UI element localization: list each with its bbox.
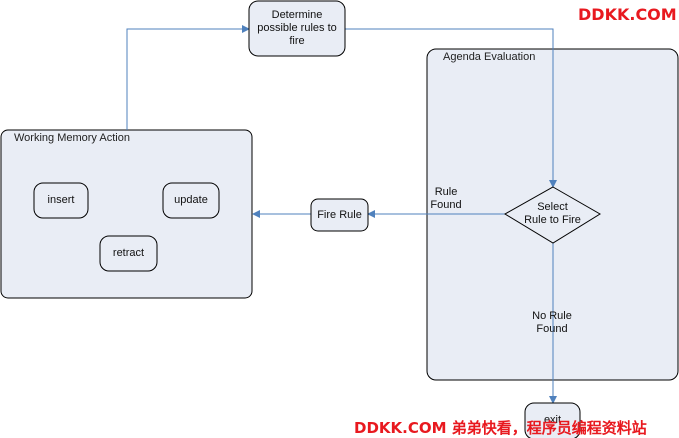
- insert-label: insert: [47, 194, 75, 206]
- agenda-panel-title: Agenda Evaluation: [443, 51, 536, 63]
- select-rule-decision: [504, 186, 601, 244]
- update-label: update: [174, 194, 208, 206]
- no-rule-found-label: No Rule Found: [532, 310, 572, 335]
- fire-rule-label: Fire Rule: [317, 208, 362, 221]
- fire-rule-node: [310, 198, 369, 232]
- determine-rules-label: Determine possible rules to fire: [257, 9, 337, 47]
- watermark-bottom: DDKK.COM 弟弟快看，程序员编程资料站: [354, 419, 647, 437]
- watermark-top: DDKK.COM: [578, 5, 677, 24]
- update-node: [162, 182, 220, 219]
- working-memory-panel-title: Working Memory Action: [14, 132, 130, 144]
- exit-node: [524, 402, 581, 438]
- determine-rules-node: [248, 0, 346, 57]
- rule-found-label: Rule Found: [430, 186, 462, 211]
- retract-node: [99, 235, 158, 272]
- arrow-determine-to-select: [345, 28, 557, 188]
- select-rule-label: Select Rule to Fire: [524, 201, 581, 226]
- arrow-working-memory-to-determine: [126, 25, 250, 130]
- insert-node: [33, 182, 89, 219]
- exit-label: exit: [543, 413, 562, 426]
- retract-label: retract: [112, 247, 145, 259]
